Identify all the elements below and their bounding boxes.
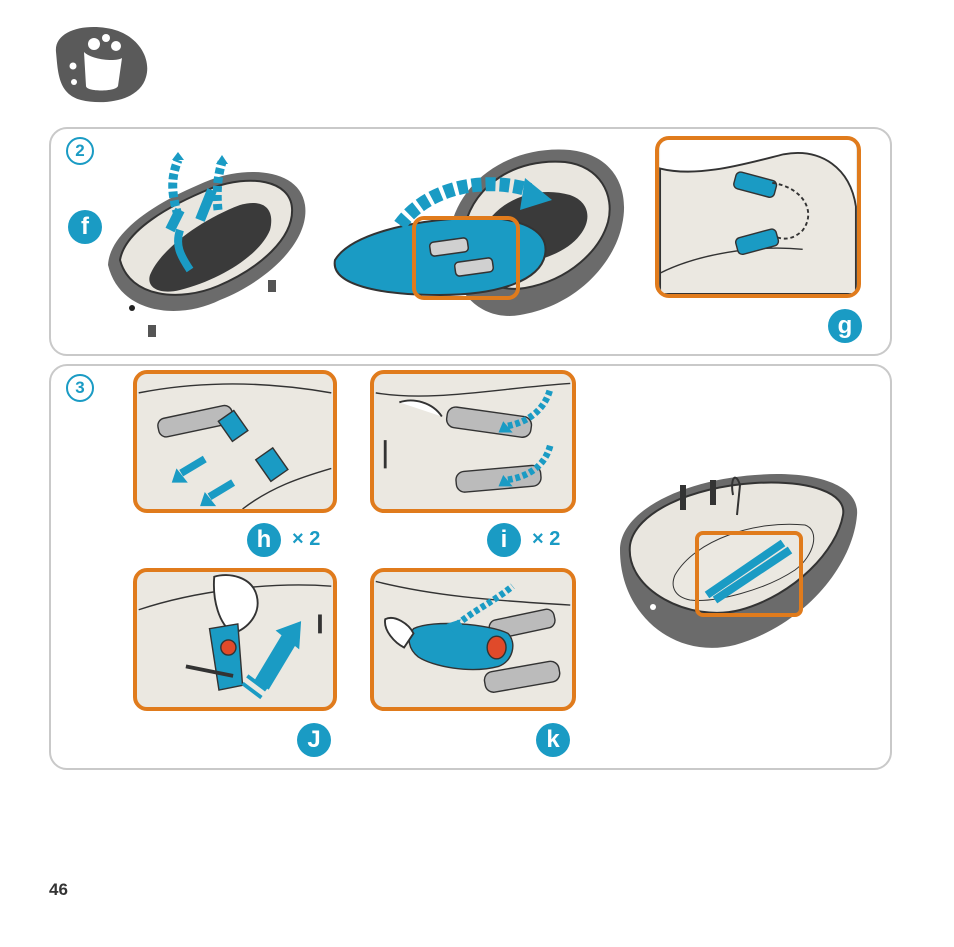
label-k: k bbox=[536, 723, 570, 757]
step-2-number: 2 bbox=[66, 137, 94, 165]
label-i: i bbox=[487, 523, 521, 557]
bassinet-illustration-f bbox=[100, 150, 310, 350]
page-number: 46 bbox=[49, 880, 68, 900]
detail-frame-k bbox=[370, 568, 576, 711]
detail-frame-g bbox=[655, 136, 861, 298]
label-f: f bbox=[68, 210, 102, 244]
multiplier-i: × 2 bbox=[532, 528, 560, 551]
multiplier-h: × 2 bbox=[292, 528, 320, 551]
step-3-number: 3 bbox=[66, 374, 94, 402]
detail-frame-i bbox=[370, 370, 576, 513]
detail-frame-h bbox=[133, 370, 337, 513]
bassinet-illustration-mat bbox=[330, 140, 630, 340]
label-h: h bbox=[247, 523, 281, 557]
label-g: g bbox=[828, 309, 862, 343]
label-j: J bbox=[297, 723, 331, 757]
wash-care-icon bbox=[46, 22, 150, 106]
bassinet-final-illustration bbox=[615, 455, 865, 665]
detail-frame-j bbox=[133, 568, 337, 711]
